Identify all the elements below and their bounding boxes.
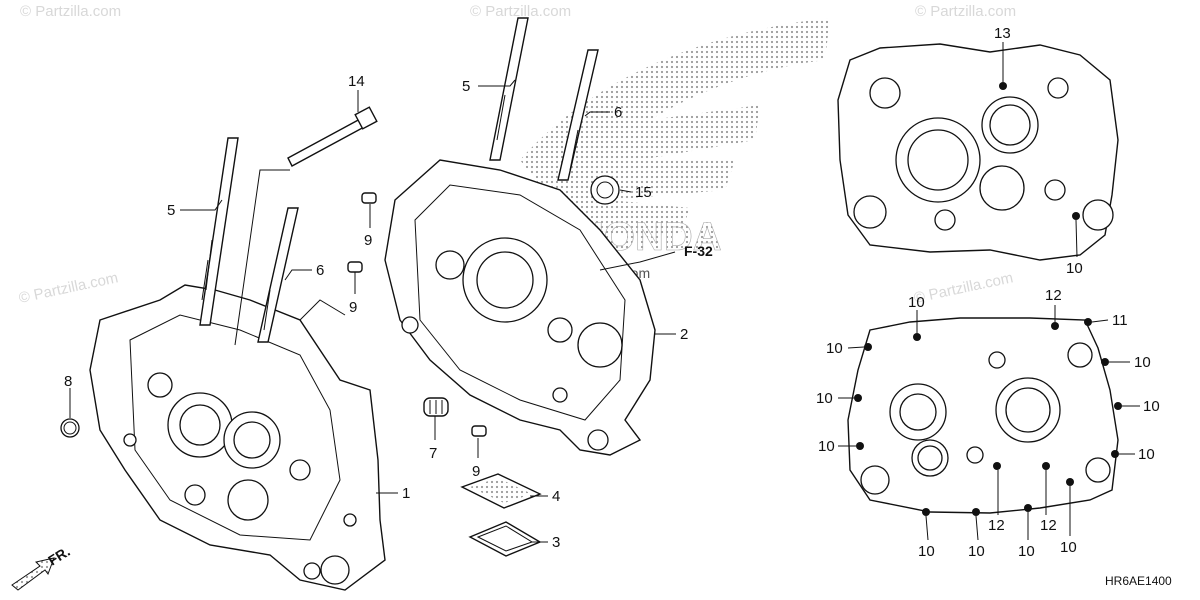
callout-5: 5 bbox=[167, 202, 175, 219]
callout-10: 10 bbox=[816, 390, 833, 407]
watermark: © Partzilla.com bbox=[915, 3, 1016, 20]
watermark: © Partzilla.com bbox=[470, 3, 571, 20]
leader-lines bbox=[69, 42, 1140, 543]
callout-13: 13 bbox=[994, 25, 1011, 42]
callout-8: 8 bbox=[64, 373, 72, 390]
dowel-pins-9 bbox=[347, 192, 487, 437]
oil-strainer-4 bbox=[460, 473, 542, 509]
callout-5: 5 bbox=[462, 78, 470, 95]
callout-11: 11 bbox=[1112, 312, 1128, 329]
callout-10: 10 bbox=[908, 294, 925, 311]
callout-9: 9 bbox=[472, 463, 480, 480]
callout-6: 6 bbox=[614, 104, 622, 121]
callout-12: 12 bbox=[1045, 287, 1062, 304]
oil-seal-15 bbox=[590, 175, 620, 205]
callout-9: 9 bbox=[364, 232, 372, 249]
callout-1: 1 bbox=[402, 485, 410, 502]
callout-10: 10 bbox=[968, 543, 985, 560]
callout-10: 10 bbox=[826, 340, 843, 357]
leader bbox=[234, 169, 290, 346]
callout-9: 9 bbox=[349, 299, 357, 316]
callout-2: 2 bbox=[680, 326, 688, 343]
watermark: © Partzilla.com bbox=[912, 269, 1014, 307]
needle-bearing-7 bbox=[423, 397, 449, 417]
callout-10: 10 bbox=[1138, 446, 1155, 463]
reference-f32[interactable]: F-32 bbox=[684, 243, 713, 259]
callout-4: 4 bbox=[552, 488, 560, 505]
callout-15: 15 bbox=[635, 184, 652, 201]
callout-10: 10 bbox=[818, 438, 835, 455]
callout-10: 10 bbox=[1060, 539, 1077, 556]
left-crankcase-drawing bbox=[89, 284, 386, 591]
right-crankcase-drawing bbox=[384, 159, 656, 456]
diagram-code: HR6AE1400 bbox=[1105, 574, 1172, 588]
callout-10: 10 bbox=[1143, 398, 1160, 415]
callout-3: 3 bbox=[552, 534, 560, 551]
watermark: © Partzilla.com bbox=[20, 3, 121, 20]
front-direction-arrow: FR. bbox=[11, 543, 73, 591]
callout-10: 10 bbox=[918, 543, 935, 560]
callout-10: 10 bbox=[1134, 354, 1151, 371]
strainer-screen-3 bbox=[468, 521, 542, 557]
stud-bolts-top bbox=[489, 17, 599, 181]
stud-bolts-left bbox=[199, 137, 299, 343]
crankcase-inner-view-13 bbox=[837, 43, 1119, 261]
crankcase-outer-view bbox=[847, 317, 1122, 516]
callout-12: 12 bbox=[988, 517, 1005, 534]
callout-6: 6 bbox=[316, 262, 324, 279]
callout-10: 10 bbox=[1066, 260, 1083, 277]
watermark: © Partzilla.com bbox=[17, 269, 119, 307]
callout-10: 10 bbox=[1018, 543, 1035, 560]
callout-14: 14 bbox=[348, 73, 365, 90]
flange-bolt-14 bbox=[287, 106, 378, 167]
callout-labels: 5 6 14 8 1 5 6 15 9 9 9 7 2 4 3 F-32 13 … bbox=[64, 25, 1160, 560]
callout-7: 7 bbox=[429, 445, 437, 462]
callout-12: 12 bbox=[1040, 517, 1057, 534]
